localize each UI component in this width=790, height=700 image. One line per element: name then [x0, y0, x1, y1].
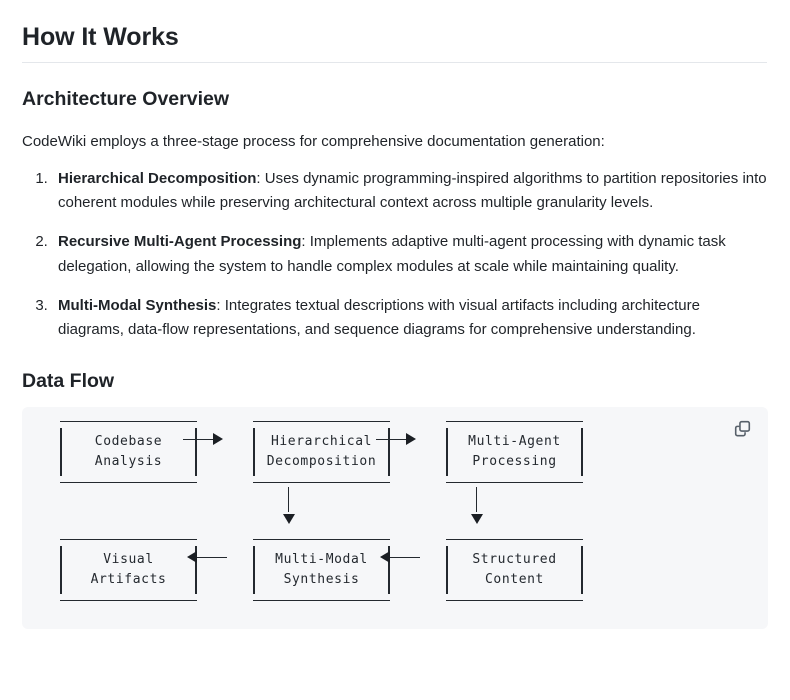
step-term: Recursive Multi-Agent Processing — [58, 233, 302, 251]
node-multi-modal-synthesis: Multi-Modal Synthesis — [253, 538, 390, 601]
list-item: Recursive Multi-Agent Processing: Implem… — [52, 230, 768, 279]
node-label-line1: Visual — [103, 551, 154, 567]
copy-button[interactable] — [729, 416, 755, 442]
node-label-line2: Analysis — [94, 453, 163, 469]
step-separator: : — [301, 233, 310, 251]
step-term: Multi-Modal Synthesis — [58, 297, 217, 315]
copy-icon — [734, 420, 751, 437]
diagram-row-top: Codebase Analysis Hierarchical Decomposi… — [40, 420, 583, 483]
diagram-cell: Hierarchical Decomposition — [233, 420, 390, 483]
edge-codebase-to-hierarchical — [177, 421, 233, 483]
node-label-line1: Hierarchical — [270, 433, 373, 449]
diagram-row-bottom: Visual Artifacts Multi-Modal Synthesis — [40, 538, 583, 601]
list-item: Hierarchical Decomposition: Uses dynamic… — [52, 167, 768, 216]
arrow-head-right-icon — [406, 432, 416, 445]
node-label-line2: Synthesis — [283, 571, 360, 587]
list-item: Multi-Modal Synthesis: Integrates textua… — [52, 294, 768, 343]
data-flow-diagram-panel: Codebase Analysis Hierarchical Decomposi… — [22, 406, 768, 629]
node-label-line1: Multi-Modal — [275, 551, 368, 567]
step-text: Uses dynamic programming-inspired algori… — [58, 169, 767, 212]
arrow-head-down-icon — [471, 513, 483, 524]
edge-hierarchical-to-synthesis — [283, 483, 295, 539]
step-separator: : — [256, 169, 265, 187]
diagram-cell: Visual Artifacts — [40, 538, 197, 601]
step-separator: : — [216, 297, 225, 315]
step-term: Hierarchical Decomposition — [58, 169, 257, 187]
step-text: Implements adaptive multi-agent processi… — [58, 233, 726, 275]
page-title: How It Works — [22, 23, 179, 51]
node-label-line2: Artifacts — [90, 571, 167, 587]
node-label-line2: Processing — [472, 453, 557, 469]
page-root: How It Works Architecture Overview CodeW… — [0, 22, 790, 629]
edge-structured-to-synthesis — [370, 539, 426, 601]
node-hierarchical-decomposition: Hierarchical Decomposition — [253, 420, 390, 483]
arrow-head-left-icon — [187, 550, 197, 563]
edge-hierarchical-to-multiagent — [370, 421, 426, 483]
arrow-shaft — [376, 438, 406, 441]
architecture-steps-list: Hierarchical Decomposition: Uses dynamic… — [22, 167, 768, 343]
section-heading-architecture-overview: Architecture Overview — [22, 88, 230, 111]
node-label-line1: Multi-Agent — [468, 433, 561, 449]
diagram-cell: Structured Content — [426, 538, 583, 601]
step-text: Integrates textual descriptions with vis… — [58, 297, 700, 339]
diagram-cell: Codebase Analysis — [40, 420, 197, 483]
section-heading-data-flow: Data Flow — [22, 369, 115, 392]
ascii-flow-diagram: Codebase Analysis Hierarchical Decomposi… — [40, 420, 583, 601]
title-divider — [22, 62, 767, 64]
arrow-shaft — [288, 486, 290, 512]
node-codebase-analysis: Codebase Analysis — [60, 420, 197, 483]
arrow-head-down-icon — [283, 513, 295, 524]
node-label-line1: Structured — [472, 551, 557, 567]
arrow-shaft — [197, 556, 227, 559]
arrow-head-left-icon — [380, 550, 390, 563]
node-label-line2: Content — [485, 571, 544, 587]
arrow-shaft — [476, 486, 478, 512]
arrow-shaft — [390, 556, 420, 559]
diagram-cell: Multi-Agent Processing — [426, 420, 583, 483]
diagram-cell: Multi-Modal Synthesis — [233, 538, 390, 601]
arrow-shaft — [183, 438, 213, 441]
node-multi-agent-processing: Multi-Agent Processing — [446, 420, 583, 483]
node-label-line2: Decomposition — [266, 453, 377, 469]
node-visual-artifacts: Visual Artifacts — [60, 538, 197, 601]
node-structured-content: Structured Content — [446, 538, 583, 601]
edge-multiagent-to-structured — [471, 483, 483, 539]
diagram-row-connectors — [40, 483, 560, 539]
architecture-intro-paragraph: CodeWiki employs a three-stage process f… — [22, 132, 605, 150]
node-label-line1: Codebase — [94, 433, 163, 449]
edge-synthesis-to-visual — [177, 539, 233, 601]
arrow-head-right-icon — [213, 432, 223, 445]
